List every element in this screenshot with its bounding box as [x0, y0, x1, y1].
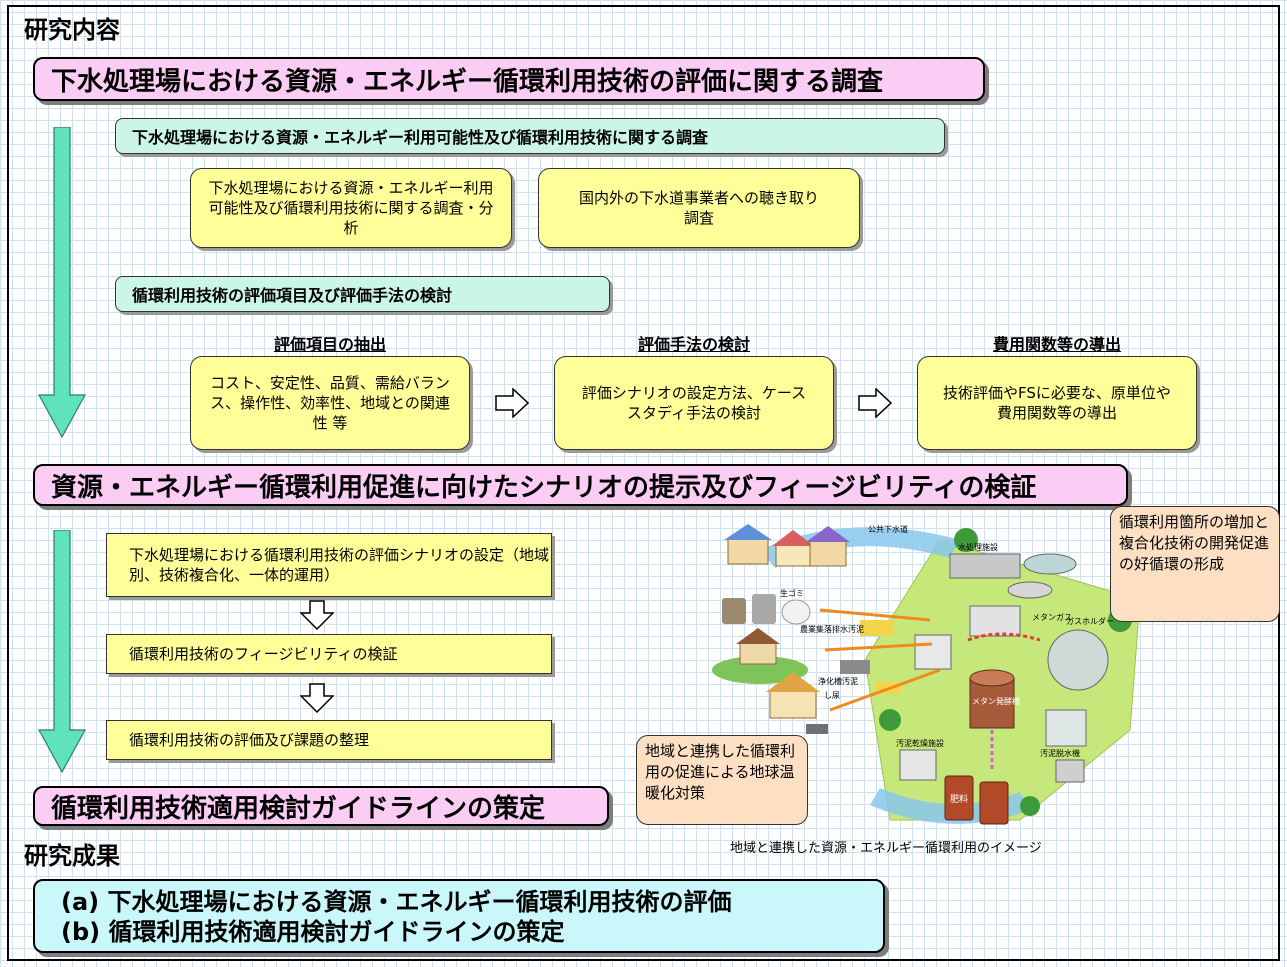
dryer-buildings	[899, 709, 1087, 783]
label-methane-tank: メタン発酵槽	[972, 696, 1020, 706]
evaluation-method-box: 評価シナリオの設定方法、ケーススタディ手法の検討	[554, 356, 834, 450]
label-water-treatment: 水処理施設	[958, 542, 998, 552]
garbage-bins	[722, 594, 811, 625]
column-head-evaluation-method: 評価手法の検討	[637, 335, 750, 354]
label-public-sewer: 公共下水道	[868, 524, 908, 534]
rural-houses	[712, 628, 808, 684]
cost-function-box: 技術評価やFSに必要な、原単位や費用関数等の導出	[917, 356, 1197, 450]
step-scenario-setting-text: 下水処理場における循環利用技術の評価シナリオの設定（地域別、技術複合化、一体的運…	[129, 546, 550, 584]
main-title-box: 下水処理場における資源・エネルギー循環利用技術の評価に関する調査	[33, 57, 985, 101]
slide-frame	[7, 5, 1280, 961]
scenario-title-box: 資源・エネルギー循環利用促進に向けたシナリオの提示及びフィージビリティの検証	[33, 464, 1128, 506]
evaluation-items-text: コスト、安定性、品質、需給バランス、操作性、効率性、地域との関連性 等	[210, 374, 450, 432]
guideline-title-box: 循環利用技術適用検討ガイドラインの策定	[33, 786, 609, 826]
interview-survey-box: 国内外の下水道事業者への聴き取り調査	[538, 168, 860, 248]
step-evaluation-issues-text: 循環利用技術の評価及び課題の整理	[129, 731, 370, 749]
subsection-title-evaluation: 循環利用技術の評価項目及び評価手法の検討	[115, 276, 610, 312]
label-garbage: 生ゴミ	[780, 588, 804, 598]
result-item-b: (b) 循環利用技術適用検討ガイドラインの策定	[61, 918, 565, 946]
label-night-soil: し尿	[824, 691, 840, 700]
callout-global-warming-text: 地域と連携した循環利用の促進による地球温暖化対策	[645, 742, 796, 802]
digester-and-gas-holder	[967, 629, 1109, 770]
treatment-plant	[914, 553, 1077, 670]
label-dehydrator: 汚泥脱水機	[1040, 748, 1080, 758]
callout-virtuous-cycle-text: 循環利用箇所の増加と複合化技術の開発促進の好循環の形成	[1119, 513, 1270, 573]
survey-analysis-box: 下水処理場における資源・エネルギー利用可能性及び循環利用技術に関する調査・分析	[190, 168, 512, 248]
column-head-extract-items: 評価項目の抽出	[273, 335, 386, 354]
subsection-title-survey-text: 下水処理場における資源・エネルギー利用可能性及び循環利用技術に関する調査	[132, 128, 709, 147]
step-evaluation-issues: 循環利用技術の評価及び課題の整理	[106, 720, 552, 760]
column-head-cost-function: 費用関数等の導出	[992, 335, 1121, 354]
section-heading-research-content: 研究内容	[24, 16, 120, 44]
label-fertilizer: 肥料	[950, 793, 968, 805]
label-methane-gas: メタンガス	[1032, 612, 1072, 622]
down-arrow-icon	[300, 600, 334, 630]
flow-arrow-upper	[38, 127, 86, 439]
label-septic: 浄化槽汚泥	[818, 676, 858, 686]
cost-function-text: 技術評価やFSに必要な、原単位や費用関数等の導出	[943, 384, 1171, 422]
resource-cycle-illustration: 公共下水道 水処理施設 生ゴミ 農業集落排水汚泥 浄化槽汚泥 し尿 メタンガス …	[712, 524, 1141, 825]
results-box: (a) 下水処理場における資源・エネルギー循環利用技術の評価 (b) 循環利用技…	[33, 879, 885, 953]
houses	[724, 524, 850, 567]
step-scenario-setting: 下水処理場における循環利用技術の評価シナリオの設定（地域別、技術複合化、一体的運…	[106, 533, 552, 597]
label-sludge-dryer: 汚泥乾燥施設	[896, 738, 944, 748]
subsection-title-survey: 下水処理場における資源・エネルギー利用可能性及び循環利用技術に関する調査	[115, 118, 945, 154]
callout-global-warming: 地域と連携した循環利用の促進による地球温暖化対策	[636, 735, 808, 825]
step-feasibility: 循環利用技術のフィージビリティの検証	[106, 634, 552, 674]
result-item-a: (a) 下水処理場における資源・エネルギー循環利用技術の評価	[61, 888, 732, 916]
right-arrow-icon	[858, 388, 892, 418]
survey-analysis-text: 下水処理場における資源・エネルギー利用可能性及び循環利用技術に関する調査・分析	[208, 179, 494, 237]
right-arrow-icon	[495, 388, 529, 418]
orange-flow-arrows	[819, 608, 941, 712]
section-heading-results: 研究成果	[24, 842, 120, 870]
main-title: 下水処理場における資源・エネルギー循環利用技術の評価に関する調査	[51, 66, 884, 97]
fertilizer-bags	[944, 775, 1009, 825]
septic-house	[766, 672, 828, 734]
guideline-title: 循環利用技術適用検討ガイドラインの策定	[51, 793, 546, 824]
callout-virtuous-cycle: 循環利用箇所の増加と複合化技術の開発促進の好循環の形成	[1110, 506, 1280, 622]
label-farm-wastewater: 農業集落排水汚泥	[800, 624, 864, 634]
evaluation-method-text: 評価シナリオの設定方法、ケーススタディ手法の検討	[581, 384, 807, 422]
interview-survey-text: 国内外の下水道事業者への聴き取り調査	[578, 189, 819, 227]
subsection-title-evaluation-text: 循環利用技術の評価項目及び評価手法の検討	[132, 286, 453, 305]
scenario-title: 資源・エネルギー循環利用促進に向けたシナリオの提示及びフィージビリティの検証	[51, 472, 1037, 503]
down-arrow-icon	[300, 683, 334, 713]
label-gas-holder: ガスホルダー	[1066, 616, 1114, 626]
evaluation-items-box: コスト、安定性、品質、需給バランス、操作性、効率性、地域との関連性 等	[190, 356, 470, 450]
step-feasibility-text: 循環利用技術のフィージビリティの検証	[129, 645, 398, 663]
illustration-caption: 地域と連携した資源・エネルギー循環利用のイメージ	[730, 841, 1042, 856]
flow-arrow-lower	[38, 530, 86, 774]
